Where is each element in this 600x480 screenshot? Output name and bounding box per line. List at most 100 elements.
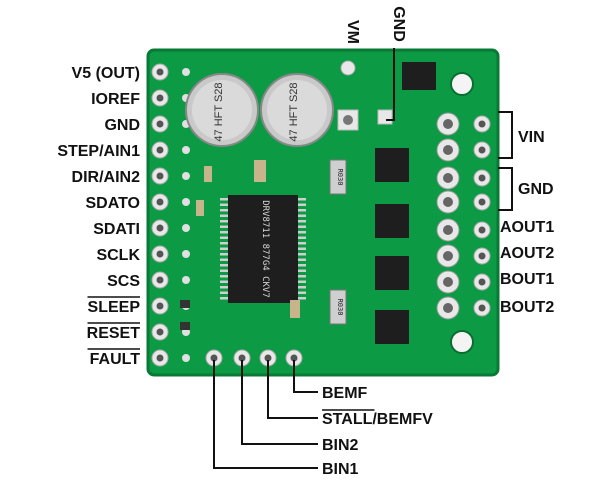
ic-leg bbox=[298, 291, 306, 294]
pin-label-top-gnd: GND bbox=[390, 6, 407, 42]
left-pin-via bbox=[182, 354, 190, 362]
gnd-pad bbox=[377, 109, 393, 125]
sense-resistor-1 bbox=[329, 159, 347, 195]
left-pin-hole bbox=[156, 120, 164, 128]
ic-leg bbox=[298, 236, 306, 239]
right-pin-label: AOUT1 bbox=[500, 219, 554, 236]
smd-led-b bbox=[180, 322, 190, 330]
ic-leg bbox=[220, 231, 228, 234]
left-pin-via bbox=[182, 250, 190, 258]
ic-leg bbox=[298, 247, 306, 250]
right-pin-label: AOUT2 bbox=[500, 245, 554, 262]
right-pin-hole bbox=[478, 198, 486, 206]
ic-leg bbox=[220, 253, 228, 256]
ic-leg bbox=[220, 242, 228, 245]
ic-leg bbox=[298, 203, 306, 206]
right-terminal-hole bbox=[443, 251, 453, 261]
bottom-pin-label: STALL/BEMFV bbox=[322, 411, 433, 428]
left-pin-label: STEP/AIN1 bbox=[57, 143, 140, 160]
right-terminal-hole bbox=[443, 277, 453, 287]
left-pin-label: SCLK bbox=[96, 247, 140, 264]
pcb-edge-shade bbox=[146, 48, 500, 377]
right-terminal-hole bbox=[443, 197, 453, 207]
ic-leg bbox=[220, 275, 228, 278]
mounting-hole-bottom-right bbox=[450, 330, 474, 354]
bottom-pin-label: BIN2 bbox=[322, 437, 359, 454]
left-pin-label: SLEEP bbox=[88, 299, 141, 316]
left-pin-via bbox=[182, 276, 190, 284]
bottom-pin-hole bbox=[290, 354, 298, 362]
ic-leg bbox=[220, 297, 228, 300]
sense-resistor-2 bbox=[329, 289, 347, 325]
bottom-leader-lines bbox=[213, 360, 318, 469]
ic-leg bbox=[298, 242, 306, 245]
ic-leg bbox=[298, 269, 306, 272]
left-pin-hole bbox=[156, 172, 164, 180]
drv8711-ic bbox=[228, 195, 298, 303]
ic-leg bbox=[298, 275, 306, 278]
left-pin-label: GND bbox=[104, 117, 140, 134]
right-terminal-hole bbox=[443, 303, 453, 313]
ic-leg bbox=[298, 286, 306, 289]
right-terminal-hole bbox=[443, 225, 453, 235]
right-terminal-hole bbox=[443, 145, 453, 155]
capacitor-2-top bbox=[267, 80, 327, 140]
capacitor-2-label: 47 HFT S28 bbox=[288, 82, 300, 141]
bottom-pin-hole bbox=[210, 354, 218, 362]
ic-leg bbox=[220, 214, 228, 217]
left-pin-hole bbox=[156, 224, 164, 232]
mosfet-2 bbox=[375, 204, 409, 238]
left-pin-hole bbox=[156, 146, 164, 154]
left-pin-hole bbox=[156, 302, 164, 310]
ic-leg bbox=[220, 236, 228, 239]
left-pin-label: DIR/AIN2 bbox=[72, 169, 141, 186]
right-pin-hole bbox=[478, 304, 486, 312]
ic-leg bbox=[298, 280, 306, 283]
bottom-pin-label: BIN1 bbox=[322, 461, 359, 478]
ic-leg bbox=[298, 220, 306, 223]
capacitor-1-top bbox=[192, 80, 252, 140]
mosfet-3 bbox=[375, 256, 409, 290]
left-pin-via bbox=[182, 172, 190, 180]
ic-leg bbox=[298, 297, 306, 300]
left-pin-hole bbox=[156, 250, 164, 258]
ic-leg bbox=[220, 291, 228, 294]
ic-leg bbox=[220, 209, 228, 212]
left-pin-label: IOREF bbox=[91, 91, 140, 108]
pin-label-vm: VM bbox=[344, 20, 361, 44]
right-pin-hole bbox=[478, 226, 486, 234]
ic-marking: DRV8711 877G4 CKV7 bbox=[260, 200, 270, 298]
bottom-pin-hole bbox=[238, 354, 246, 362]
vm-top-pad bbox=[340, 60, 356, 76]
ic-leg bbox=[220, 280, 228, 283]
ic-leg bbox=[220, 264, 228, 267]
right-terminal-hole bbox=[443, 173, 453, 183]
left-pin-label: FAULT bbox=[90, 351, 141, 368]
right-brackets bbox=[498, 111, 513, 211]
mosfet-4 bbox=[375, 310, 409, 344]
left-pin-via bbox=[182, 198, 190, 206]
right-pin-hole bbox=[478, 278, 486, 286]
left-pin-hole bbox=[156, 354, 164, 362]
mounting-hole-top-right bbox=[450, 72, 474, 96]
right-pin-hole bbox=[478, 146, 486, 154]
ic-leg bbox=[298, 198, 306, 201]
top-leader-lines bbox=[386, 48, 395, 121]
resistor-2-label: R030 bbox=[336, 299, 344, 316]
ic-leg bbox=[298, 253, 306, 256]
right-pin-label: GND bbox=[518, 181, 554, 198]
right-pin-hole bbox=[478, 120, 486, 128]
left-pin-via bbox=[182, 224, 190, 232]
smd-led-a bbox=[180, 300, 190, 308]
left-pin-label: V5 (OUT) bbox=[72, 65, 140, 82]
left-pin-label: SCS bbox=[107, 273, 140, 290]
ic-leg bbox=[220, 269, 228, 272]
left-pin-label: SDATI bbox=[93, 221, 140, 238]
bottom-pin-hole bbox=[264, 354, 272, 362]
left-pin-label: SDATO bbox=[85, 195, 140, 212]
left-pin-via bbox=[182, 146, 190, 154]
ic-leg bbox=[220, 220, 228, 223]
smd-cap-a bbox=[254, 160, 266, 182]
ic-leg bbox=[220, 198, 228, 201]
